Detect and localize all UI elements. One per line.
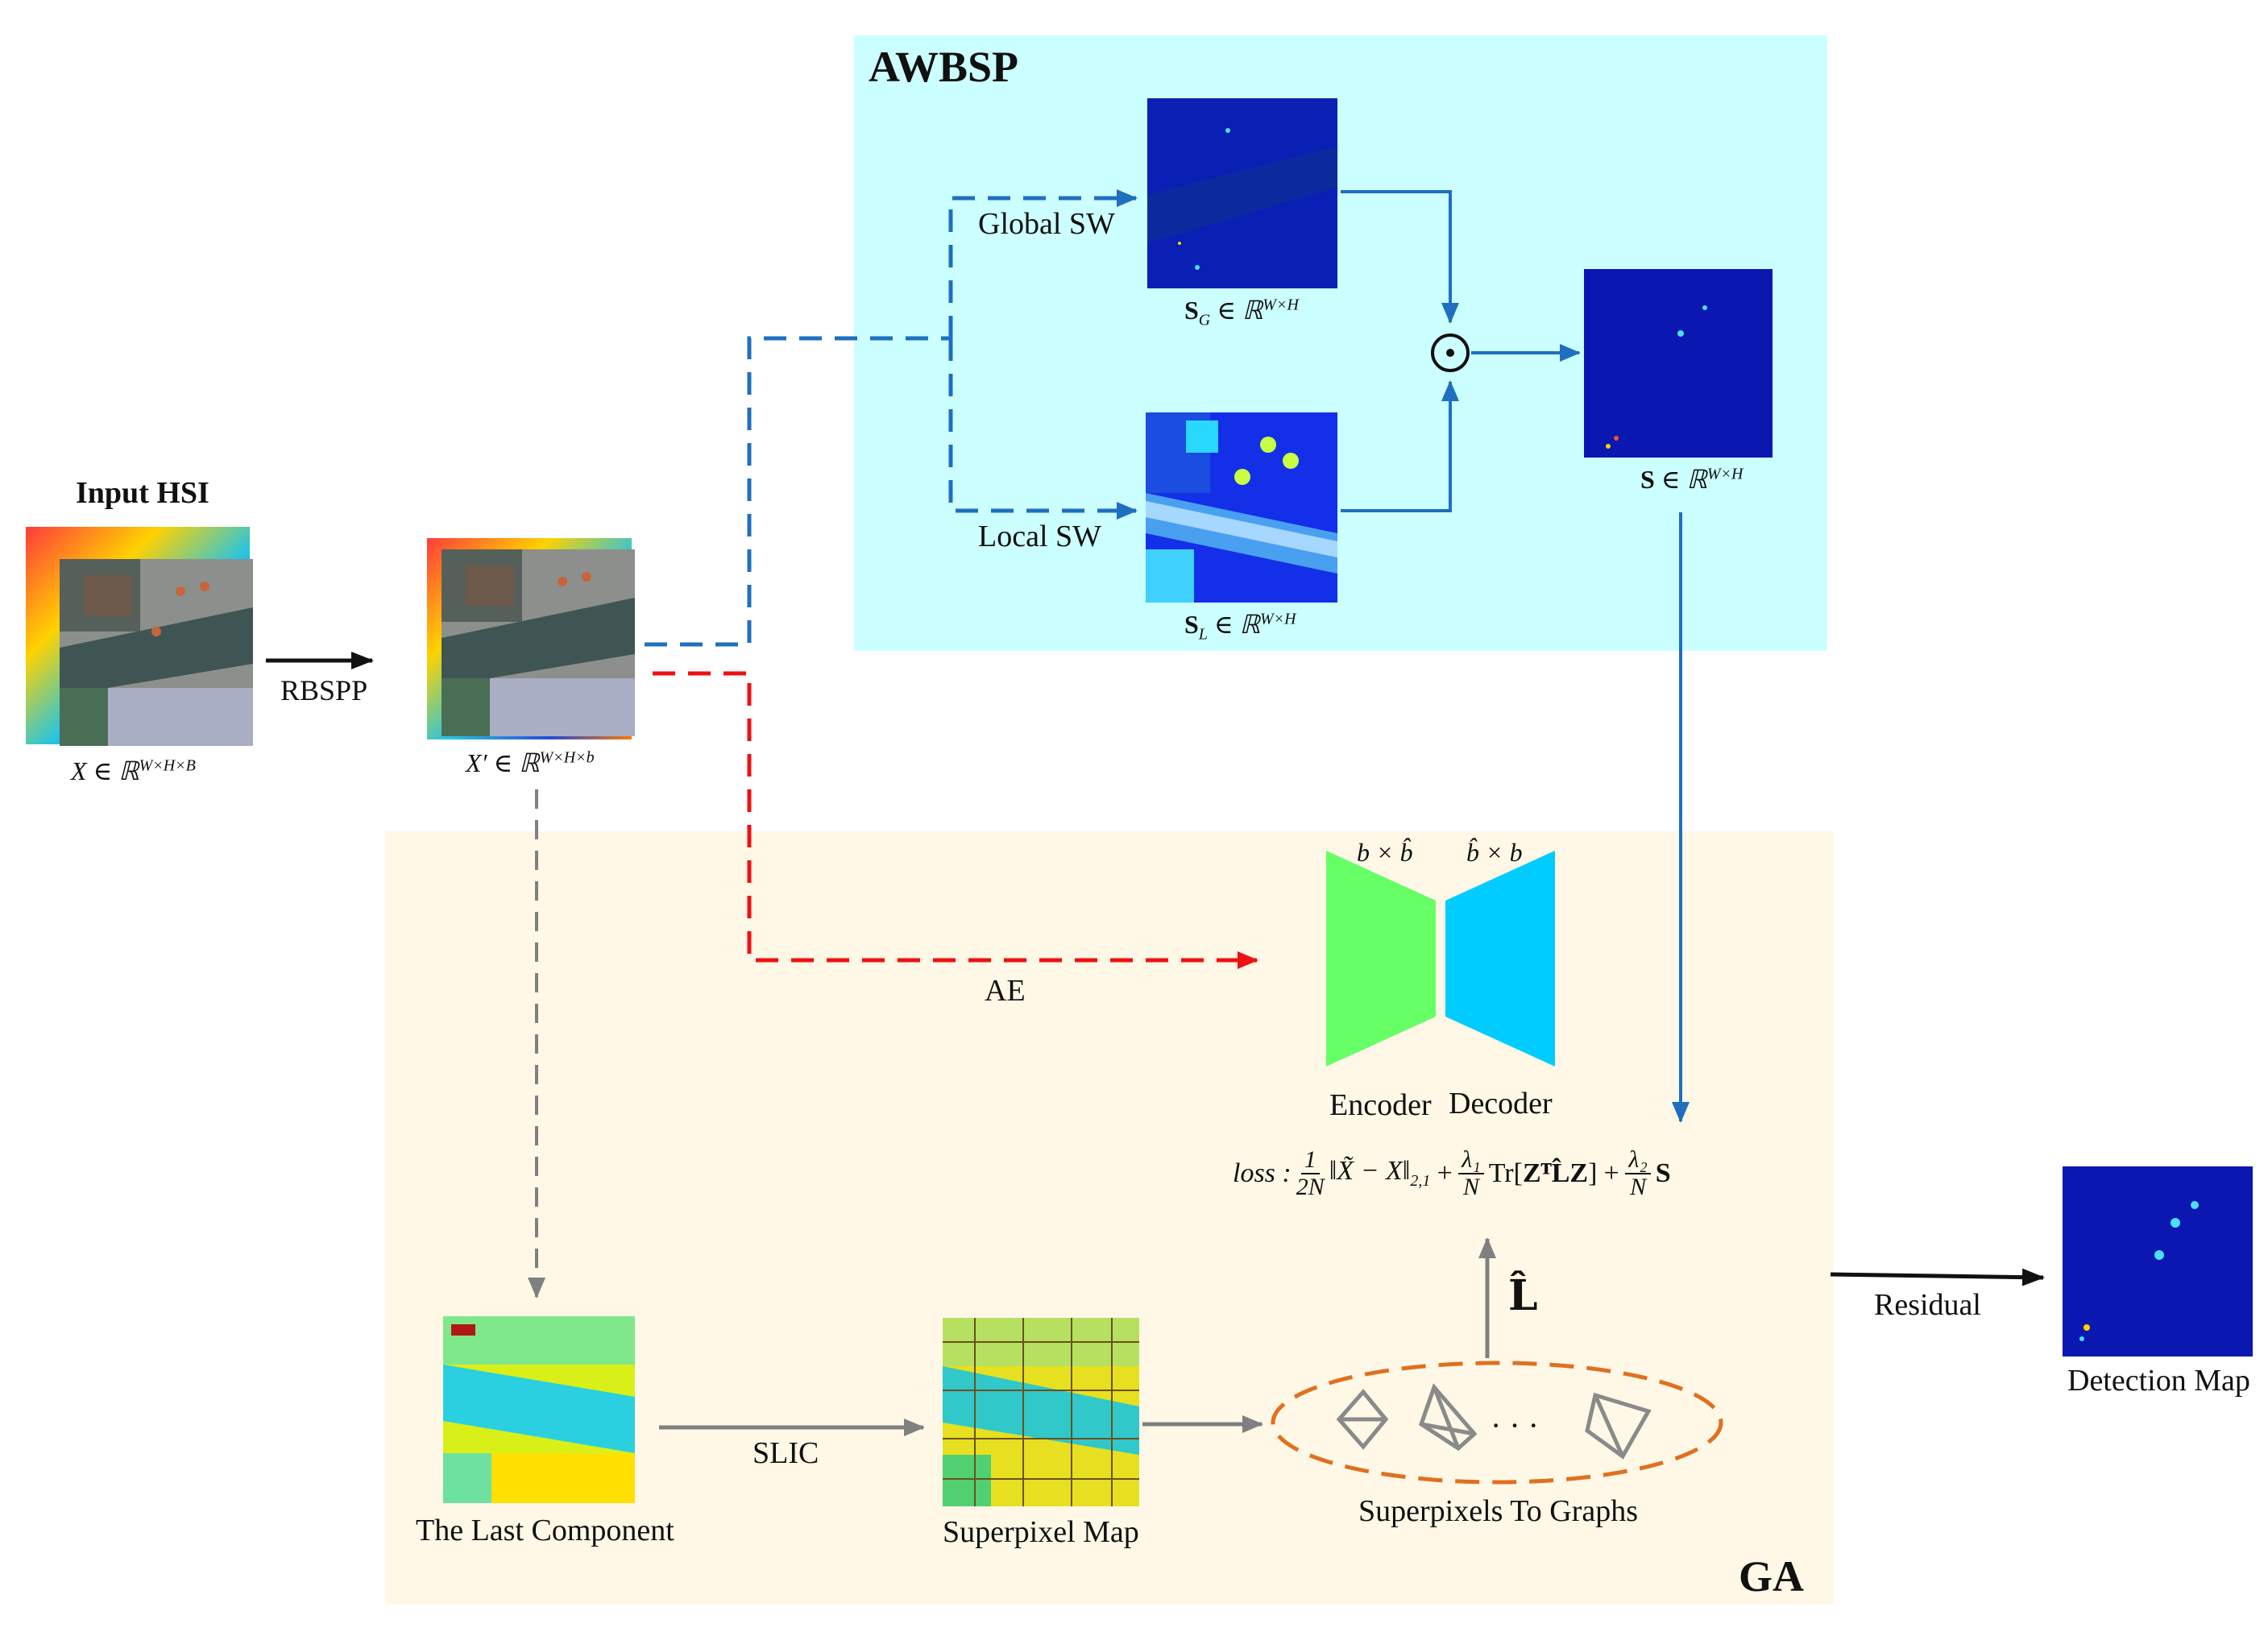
x-definition: X ∈ ℝW×H×B [71, 756, 196, 785]
global-sw-path [948, 189, 1138, 338]
residual-label: Residual [1874, 1288, 1981, 1322]
l-hat-label: L̂ [1508, 1271, 1538, 1320]
decoder-label: Decoder [1449, 1087, 1553, 1120]
ae-red-path [653, 671, 1258, 969]
detection-map-label: Detection Map [2067, 1364, 2250, 1398]
superpixel-map-image [943, 1318, 1139, 1506]
ga-title: GA [1739, 1552, 1804, 1601]
detection-map-image [2063, 1166, 2253, 1357]
decoder-dim: b̂ × b [1466, 838, 1523, 867]
ae-label: AE [985, 974, 1026, 1008]
encoder-label: Encoder [1329, 1088, 1432, 1122]
local-sw-label: Local SW [978, 520, 1102, 553]
input-hsi-label: Input HSI [76, 476, 209, 510]
odot-dot [1446, 349, 1454, 357]
graph-icon-1 [1336, 1389, 1389, 1450]
odot-circle [1431, 333, 1470, 372]
graph-ellipsis: · · · [1491, 1407, 1539, 1444]
superpixel-map-label: Superpixel Map [943, 1515, 1139, 1549]
s-map-image [1584, 269, 1773, 458]
residual-arrow [1830, 1268, 2045, 1286]
rbspp-label: RBSPP [280, 674, 368, 706]
encoder-dim: b × b̂ [1357, 838, 1413, 867]
graph-icon-2 [1418, 1383, 1478, 1452]
sl-to-odot-arrow [1341, 380, 1459, 512]
graphs-ellipse [1271, 1361, 1723, 1485]
slic-label: SLIC [753, 1436, 819, 1470]
sl-map-image [1146, 412, 1337, 603]
encoder-block [1326, 851, 1436, 1067]
sg-definition: SG ∈ ℝW×H [1184, 296, 1299, 329]
xprime-image [442, 549, 635, 736]
sg-map-image [1147, 98, 1337, 288]
s-definition: S ∈ ℝW×H [1640, 465, 1743, 494]
xprime-definition: X′ ∈ ℝW×H×b [466, 748, 595, 777]
last-component-image [443, 1316, 635, 1503]
decoder-block [1445, 851, 1555, 1067]
blue-dashed-path [645, 336, 951, 647]
superpixels-to-graphs-label: Superpixels To Graphs [1358, 1494, 1639, 1528]
awbsp-title: AWBSP [869, 43, 1019, 91]
local-sw-path [948, 338, 1138, 520]
input-hsi-image [60, 559, 253, 746]
graph-icon-3 [1585, 1392, 1652, 1460]
the-last-component-label: The Last Component [416, 1514, 674, 1547]
sg-to-odot-arrow [1341, 190, 1459, 324]
global-sw-label: Global SW [978, 207, 1115, 241]
sl-definition: SL ∈ ℝW×H [1184, 610, 1296, 644]
